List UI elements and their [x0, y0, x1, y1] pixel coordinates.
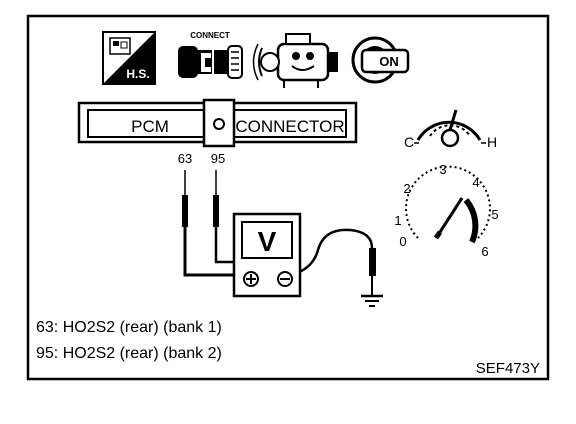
- figure-reference-code: SEF473Y: [476, 360, 540, 377]
- tacho-tick-5: 5: [491, 207, 498, 222]
- hot-label: H: [487, 134, 497, 150]
- tacho-tick-4: 4: [472, 175, 479, 190]
- legend-line-2: 95: HO2S2 (rear) (bank 2): [36, 345, 222, 362]
- ground-symbol: [361, 294, 383, 307]
- probe-pin-63: [182, 170, 244, 277]
- tachometer-gauge: [405, 165, 491, 244]
- connect-icon: CONNECT: [178, 31, 243, 79]
- cold-label: C: [404, 134, 414, 150]
- positive-terminal: [243, 271, 259, 287]
- negative-terminal: [277, 271, 293, 287]
- pcm-connector: PCM CONNECTOR: [77, 98, 358, 148]
- temperature-gauge: C H: [404, 109, 497, 150]
- tacho-tick-3: 3: [439, 162, 446, 177]
- connector-left-label: PCM: [131, 117, 169, 136]
- connector-right-label: CONNECTOR: [235, 117, 344, 136]
- hot-start-icon: H.S.: [102, 31, 156, 85]
- tacho-tick-6: 6: [481, 244, 488, 259]
- tacho-tick-2: 2: [403, 181, 410, 196]
- engine-running-icon: [252, 33, 338, 88]
- tacho-tick-1: 1: [394, 213, 401, 228]
- tachometer-scale: 0 1 2 3 4 5 6: [394, 162, 498, 259]
- voltmeter-symbol: V: [258, 226, 277, 257]
- hot-start-caption: H.S.: [126, 67, 149, 81]
- ignition-on-label: ON: [379, 54, 399, 69]
- voltmeter: V: [232, 212, 302, 298]
- pin-63-label: 63: [178, 151, 192, 166]
- pin-95-label: 95: [211, 151, 225, 166]
- tacho-tick-0: 0: [399, 234, 406, 249]
- connect-caption: CONNECT: [190, 31, 230, 40]
- ground-lead: [284, 228, 376, 296]
- ignition-key-on-icon: ON: [351, 36, 410, 84]
- legend-line-1: 63: HO2S2 (rear) (bank 1): [36, 319, 222, 336]
